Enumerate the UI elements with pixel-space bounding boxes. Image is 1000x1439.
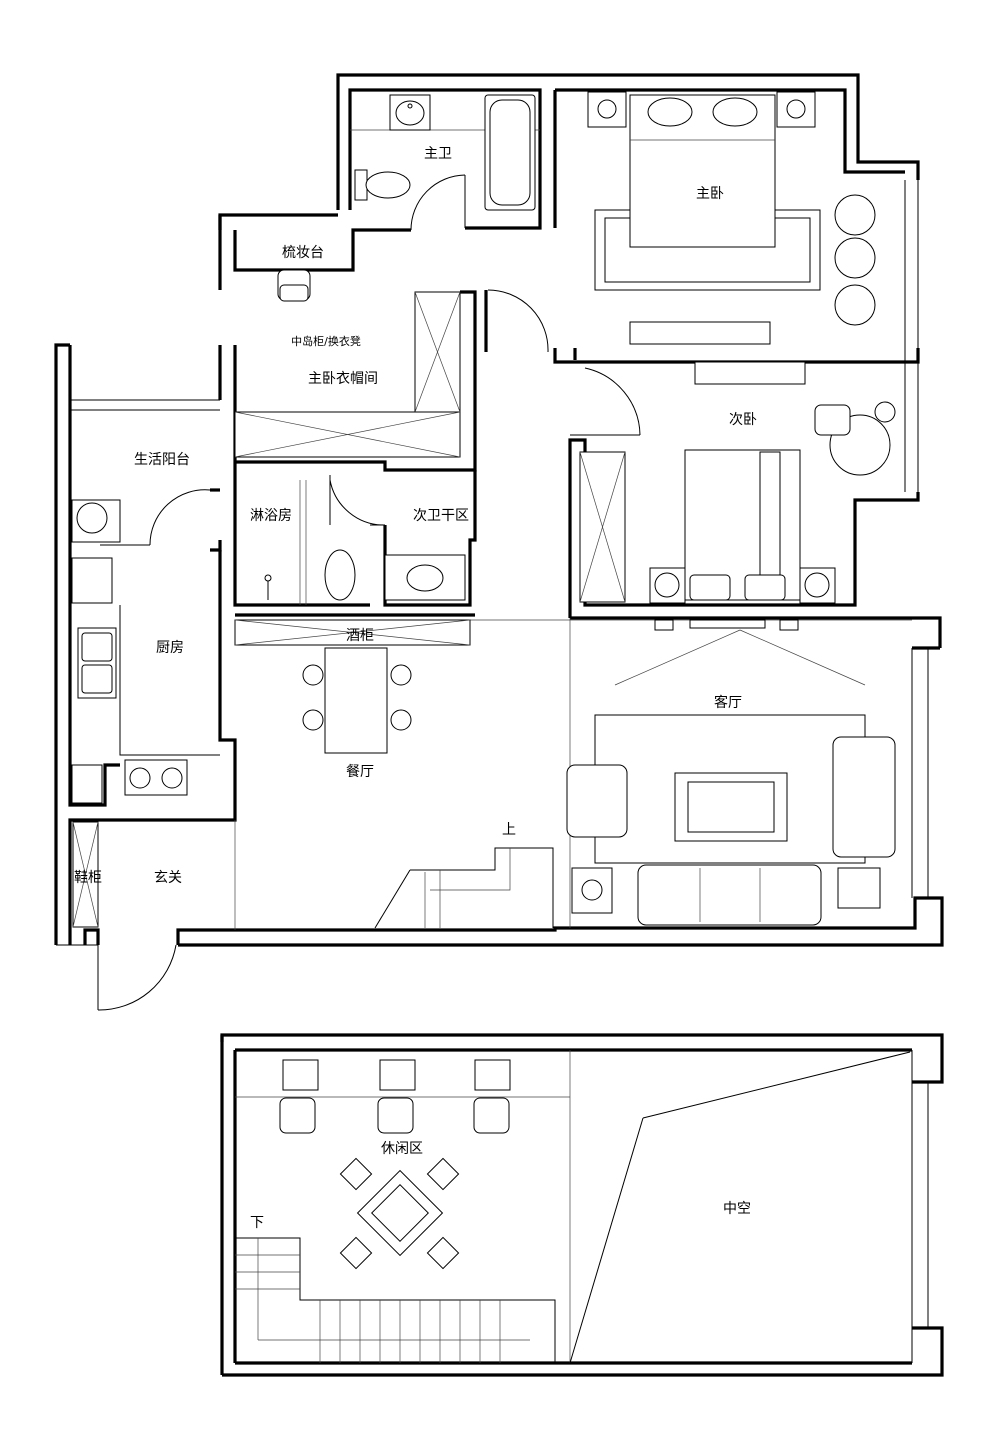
label-master-bedroom: 主卧 <box>696 186 724 202</box>
wine-cabinet-unit <box>234 619 471 646</box>
upper-floor-walls <box>220 1033 944 1377</box>
bathtub <box>484 94 536 211</box>
label-entrance: 玄关 <box>154 869 182 886</box>
shoe-cabinet-unit <box>72 821 99 928</box>
label-island-cabinet: 中岛柜/换衣凳 <box>291 334 361 348</box>
stairs-lower <box>374 847 554 929</box>
label-second-bath-dry: 次卫干区 <box>413 508 469 524</box>
label-walk-in-closet: 主卧衣帽间 <box>308 371 378 387</box>
vanity-chair <box>277 269 311 302</box>
stairs-upper <box>235 1237 556 1363</box>
label-utility-balcony: 生活阳台 <box>134 452 190 468</box>
label-vanity: 梳妆台 <box>282 245 324 261</box>
exterior-walls <box>54 73 944 947</box>
label-second-bedroom: 次卧 <box>729 412 757 428</box>
living-furniture <box>566 619 896 926</box>
label-stairs-down: 下 <box>250 1215 264 1231</box>
label-living-room: 客厅 <box>714 694 742 711</box>
label-shoe-cabinet: 鞋柜 <box>74 870 102 886</box>
kitchen-counters <box>71 557 220 804</box>
toilet-master <box>354 169 411 201</box>
void-outline <box>569 1051 911 1364</box>
label-dining-room: 餐厅 <box>346 764 374 780</box>
label-leisure-area: 休闲区 <box>381 1141 423 1157</box>
label-kitchen: 厨房 <box>156 640 184 656</box>
master-bed <box>587 91 821 345</box>
label-void: 中空 <box>723 1201 751 1217</box>
desks <box>279 1059 511 1134</box>
washing-machine <box>71 499 121 543</box>
doors <box>97 174 641 1011</box>
room-labels: 主卫 主卧 梳妆台 中岛柜/换衣凳 主卧衣帽间 次卧 生活阳台 淋浴房 次卫干区… <box>74 146 757 1231</box>
dining-set <box>302 647 412 754</box>
closet-cabinets <box>234 291 461 458</box>
second-bath-fixtures <box>264 549 466 601</box>
mahjong-table <box>339 1157 460 1270</box>
label-wine-cabinet: 酒柜 <box>346 628 374 644</box>
second-bedroom-furniture <box>579 361 896 604</box>
label-master-bath: 主卫 <box>424 146 452 162</box>
lounge-chairs <box>834 194 876 326</box>
label-stairs-up: 上 <box>502 822 516 838</box>
label-shower: 淋浴房 <box>250 508 292 524</box>
bath-sink <box>389 94 431 131</box>
